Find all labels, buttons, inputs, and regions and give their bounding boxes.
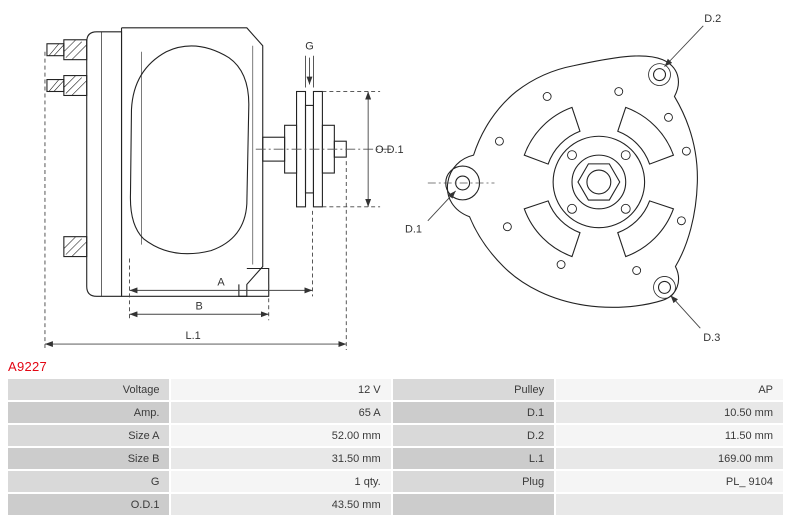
spec-label: L.1 [392,448,555,469]
alternator-drawing: G O.D.1 A B L.1 [44,13,721,351]
spec-value: 65 A [171,402,391,423]
spec-value: 11.50 mm [556,425,783,446]
mounting-lug-bottom [63,236,88,258]
spec-value: 12 V [171,379,391,400]
part-number-link[interactable]: A9227 [8,359,48,374]
spec-label [392,494,555,515]
callout-label-d1: D.1 [405,224,422,236]
front-outline [446,55,698,308]
spec-value [556,494,783,515]
spec-label: O.D.1 [8,494,170,515]
table-row: O.D.1 43.50 mm [8,494,783,515]
spec-label: D.1 [392,402,555,423]
spec-label: Plug [392,471,555,492]
dim-label-g: G [305,41,314,53]
table-row: Voltage 12 V Pulley AP [8,379,783,400]
callout-label-d3: D.3 [703,332,720,344]
front-view [445,55,698,308]
spec-label: Size B [8,448,170,469]
mounting-lug-middle [46,75,88,97]
shaft-nut [577,163,621,201]
dim-label-l1: L.1 [186,330,201,342]
spec-value: 10.50 mm [556,402,783,423]
dim-label-od1: O.D.1 [375,144,404,156]
table-row: Amp. 65 A D.1 10.50 mm [8,402,783,423]
spec-label: D.2 [392,425,555,446]
shaft-end [586,169,612,195]
table-row: Size B 31.50 mm L.1 169.00 mm [8,448,783,469]
spec-label: Pulley [392,379,555,400]
spec-value: 43.50 mm [171,494,391,515]
spec-value: 52.00 mm [171,425,391,446]
inner-holes [567,150,631,214]
body-outline [121,27,264,297]
technical-drawing: G O.D.1 A B L.1 [44,13,721,351]
spec-label: Voltage [8,379,170,400]
spec-value: 1 qty. [171,471,391,492]
spec-value: PL_ 9104 [556,471,783,492]
table-row: Size A 52.00 mm D.2 11.50 mm [8,425,783,446]
bracket-profile [129,45,250,255]
dimension-labels: G O.D.1 A B L.1 [186,41,404,342]
spec-value: 31.50 mm [171,448,391,469]
spec-label: Amp. [8,402,170,423]
hole-d2 [653,68,667,82]
spec-table: Voltage 12 V Pulley AP Amp. 65 A D.1 10.… [6,377,785,517]
spec-value: AP [556,379,783,400]
mounting-lug-top [46,39,88,61]
hole-d3 [657,280,672,294]
spec-value: 169.00 mm [556,448,783,469]
rear-housing [86,31,123,297]
table-row: G 1 qty. Plug PL_ 9104 [8,471,783,492]
dimension-lines [44,51,381,351]
bottom-foot [238,267,270,297]
side-view [46,27,347,297]
vent-slots [523,106,675,258]
spec-label: Size A [8,425,170,446]
callout-lines [427,25,704,329]
callout-labels: D.2 D.1 D.3 [405,13,721,344]
dim-label-b: B [195,300,202,312]
callout-label-d2: D.2 [704,13,721,25]
perimeter-holes [494,87,691,275]
spec-label: G [8,471,170,492]
dim-label-a: A [217,276,225,288]
pulley [296,90,347,208]
